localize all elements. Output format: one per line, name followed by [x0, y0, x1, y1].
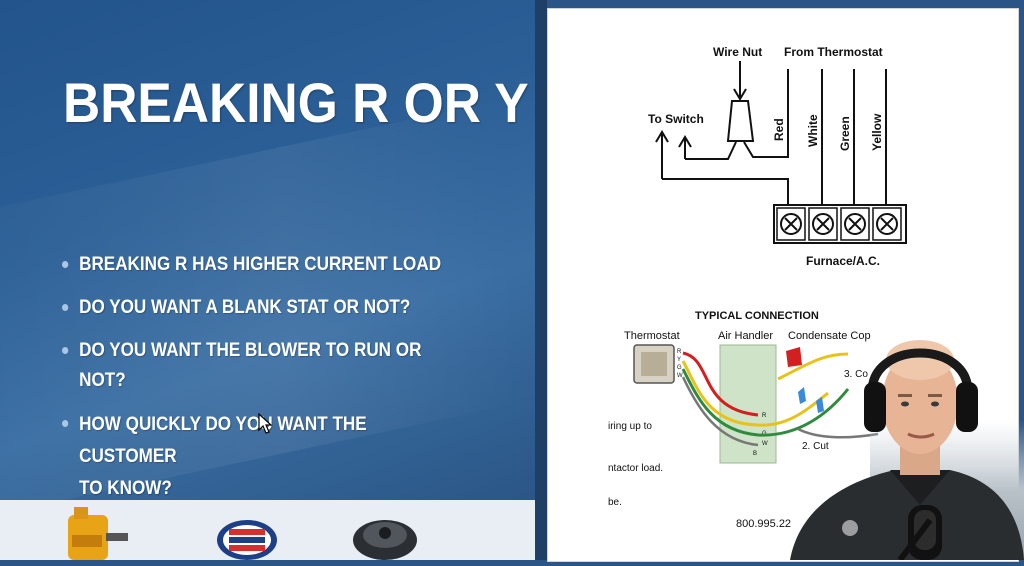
condensate-label: Condensate Cop [788, 330, 871, 342]
terminal-screw-icon [872, 207, 902, 241]
presenter-webcam [780, 320, 1024, 560]
thermostat-label: Thermostat [624, 330, 680, 342]
tstat-terminal-w: W [677, 373, 683, 379]
terminal-screw-icon [776, 207, 806, 241]
wire-label-yellow: Yellow [870, 113, 884, 151]
ah-terminal-w: W [762, 441, 768, 447]
wire-label-red: Red [772, 118, 786, 141]
terminal-screw-icon [840, 207, 870, 241]
bullet-text: BREAKING R HAS HIGHER CURRENT LOAD [79, 254, 442, 275]
tstat-terminal-y: Y [677, 357, 681, 363]
wire-label-green: Green [838, 116, 852, 151]
note-fragment-2: ntactor load. [608, 463, 663, 474]
slide-title: BREAKING R OR Y [63, 71, 529, 134]
pump-device-icon [353, 520, 417, 560]
connect-step-label: 3. Co [844, 369, 868, 380]
cut-step-label: 2. Cut [802, 441, 829, 452]
wire-nut-icon [726, 100, 755, 142]
note-fragment-1: iring up to [608, 421, 652, 432]
bullet-item: DO YOU WANT THE BLOWER TO RUN OR NOT? [62, 336, 458, 396]
condensate-switch-icon [786, 347, 802, 367]
note-fragment-3: be. [608, 497, 622, 508]
presenter-video-icon [790, 340, 1024, 560]
terminal-screw-icon [808, 207, 838, 241]
bullet-item: DO YOU WANT A BLANK STAT OR NOT? [62, 293, 458, 323]
phone-number: 800.995.22 [736, 518, 791, 530]
typical-connection-heading: TYPICAL CONNECTION [695, 310, 819, 322]
air-handler-label: Air Handler [718, 330, 773, 342]
bullet-text: HOW QUICKLY DO YOU WANT THE CUSTOMER TO … [79, 414, 367, 499]
tstat-terminal-g: G [677, 365, 682, 371]
bullet-dot-icon [62, 347, 69, 354]
wire-label-white: White [806, 114, 820, 147]
fluid-jug-icon [68, 507, 128, 560]
bullet-dot-icon [62, 420, 69, 427]
mouse-cursor-icon [258, 413, 273, 434]
bullet-dot-icon [62, 261, 69, 268]
to-switch-label: To Switch [648, 112, 704, 126]
bullet-list: BREAKING R HAS HIGHER CURRENT LOAD DO YO… [62, 250, 502, 518]
ah-terminal-r: R [762, 413, 767, 419]
divider [535, 0, 547, 560]
bullet-text: DO YOU WANT THE BLOWER TO RUN OR NOT? [79, 340, 422, 391]
wire-nut-label: Wire Nut [713, 45, 762, 59]
tstat-terminal-r: R [677, 349, 682, 355]
wiring-diagram: Wire Nut From Thermostat To Switch Red W… [608, 45, 907, 530]
bullet-item: HOW QUICKLY DO YOU WANT THE CUSTOMER TO … [62, 409, 458, 505]
bullet-text: DO YOU WANT A BLANK STAT OR NOT? [79, 297, 411, 318]
presentation-slide: BREAKING R OR Y BREAKING R HAS HIGHER CU… [0, 0, 535, 560]
bullet-item: BREAKING R HAS HIGHER CURRENT LOAD [62, 250, 458, 280]
from-thermostat-label: From Thermostat [784, 45, 883, 59]
bullet-dot-icon [62, 304, 69, 311]
furnace-ac-label: Furnace/A.C. [806, 254, 880, 268]
brand-logo-icon [217, 520, 277, 560]
ah-terminal-b: B [753, 451, 757, 457]
